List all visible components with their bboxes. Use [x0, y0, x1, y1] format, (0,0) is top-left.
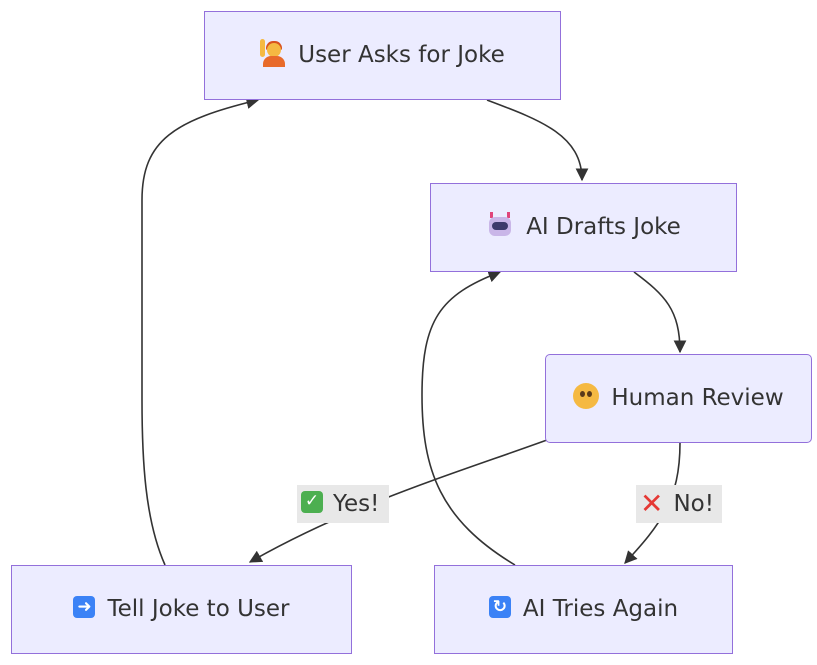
cross-mark-icon: ✕ [640, 487, 664, 520]
node-user-asks-for-joke: User Asks for Joke [204, 11, 561, 100]
node-tell-joke-to-user: ➜ Tell Joke to User [11, 565, 352, 654]
edge-tries-to-ai-drafts [421, 270, 516, 566]
node-label: AI Drafts Joke [526, 214, 681, 240]
edge-label-yes: ✓ Yes! [297, 485, 389, 523]
thinking-face-icon [573, 383, 600, 414]
edge-ai-drafts-to-review [633, 271, 687, 354]
right-arrow-icon: ➜ [73, 596, 96, 623]
robot-icon [486, 212, 514, 243]
edge-user-to-ai-drafts [486, 99, 589, 182]
edge-label-text: No! [673, 491, 714, 517]
edge-tell-to-user-asks [141, 96, 260, 566]
person-raising-hand-icon [260, 39, 286, 72]
counterclockwise-arrows-icon: ↻ [488, 596, 511, 623]
node-human-review: Human Review [545, 354, 812, 443]
edge-label-no: ✕ No! [636, 485, 722, 523]
node-ai-tries-again: ↻ AI Tries Again [434, 565, 733, 654]
edge-label-text: Yes! [333, 491, 380, 517]
node-label: User Asks for Joke [298, 42, 505, 68]
node-label: AI Tries Again [522, 596, 679, 622]
node-label: Human Review [611, 385, 784, 411]
edge-review-to-tell-yes [248, 439, 548, 563]
check-mark-icon: ✓ [301, 490, 323, 518]
node-ai-drafts-joke: AI Drafts Joke [430, 183, 737, 272]
node-label: Tell Joke to User [107, 596, 290, 622]
